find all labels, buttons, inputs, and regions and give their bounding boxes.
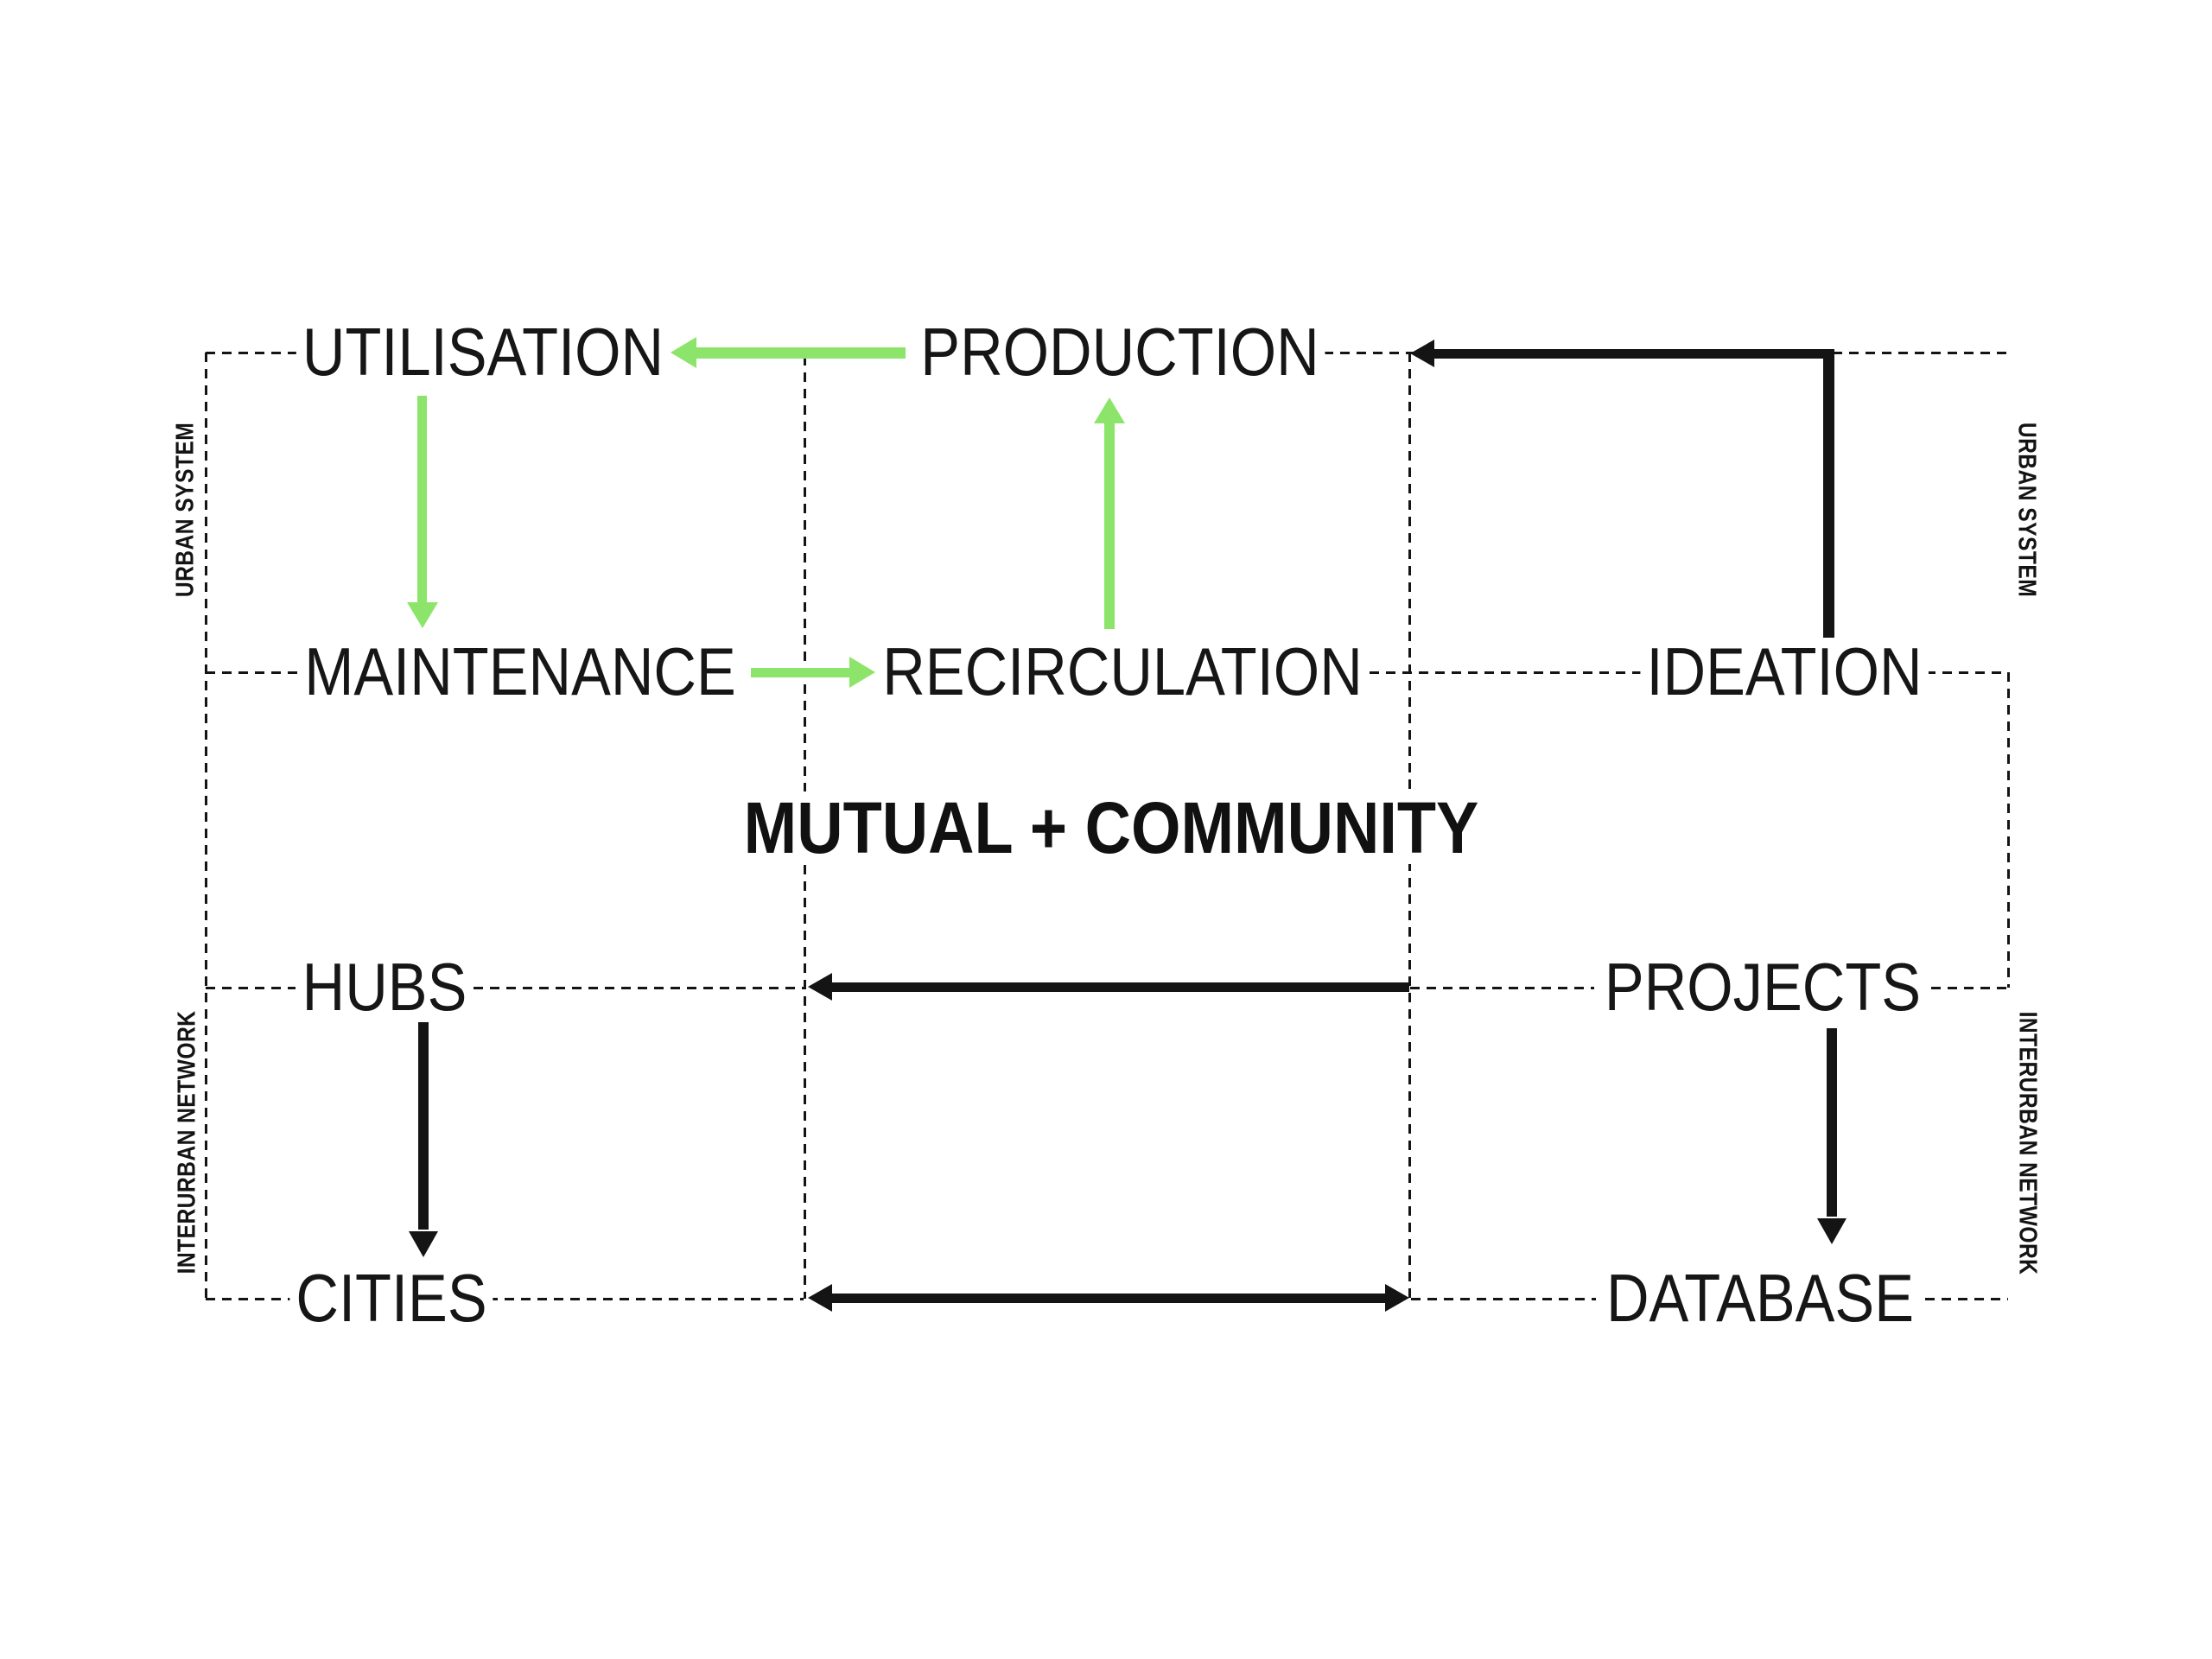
dashed-grid-line-horizontal: [1925, 1297, 2008, 1300]
arrow-shaft: [1823, 349, 1834, 644]
side-label-interurban-network-left: INTERURBAN NETWORK: [173, 1010, 201, 1274]
dashed-grid-line-horizontal: [206, 986, 296, 989]
arrowhead-up-icon: [1094, 397, 1125, 423]
arrowhead-down-icon: [1817, 1218, 1847, 1244]
side-label-urban-system-left: URBAN SYSTEM: [171, 422, 200, 598]
side-label-interurban-network-right: INTERURBAN NETWORK: [2013, 1011, 2042, 1275]
node-projects: PROJECTS: [1598, 953, 1928, 1020]
arrowhead-right-icon: [1385, 1284, 1409, 1312]
arrow-shaft: [1104, 422, 1115, 629]
dashed-grid-line-horizontal: [206, 1297, 296, 1300]
dashed-grid-line-horizontal: [1410, 986, 1594, 989]
arrow-shaft: [696, 347, 906, 359]
dashed-grid-line-horizontal: [1411, 1297, 1596, 1300]
dashed-grid-line-horizontal: [1370, 671, 1642, 674]
node-cities: CITIES: [289, 1264, 493, 1332]
arrow-shaft: [751, 668, 851, 677]
arrow-shaft: [1434, 349, 1834, 359]
node-hubs: HUBS: [296, 953, 474, 1020]
arrow-shaft: [832, 1294, 1385, 1303]
arrow-shaft: [832, 982, 1409, 992]
arrowhead-left-icon: [808, 1284, 832, 1312]
diagram-title: MUTUAL + COMMUNITY: [731, 791, 1491, 864]
node-ideation: IDEATION: [1640, 638, 1929, 705]
node-recirculation: RECIRCULATION: [876, 638, 1369, 705]
dashed-grid-line-horizontal: [488, 1297, 804, 1300]
arrowhead-down-icon: [409, 1231, 438, 1257]
arrowhead-left-icon: [1410, 340, 1434, 367]
arrow-shaft: [1827, 1028, 1837, 1217]
dashed-grid-line-horizontal: [1931, 986, 2008, 989]
arrowhead-down-icon: [407, 602, 438, 628]
node-production: PRODUCTION: [914, 318, 1325, 385]
node-utilisation: UTILISATION: [296, 318, 671, 385]
arrow-shaft: [418, 1022, 429, 1230]
arrowhead-left-icon: [671, 337, 696, 368]
dashed-grid-line-horizontal: [1926, 671, 2007, 674]
arrowhead-left-icon: [808, 973, 832, 1001]
dashed-grid-line-horizontal: [206, 351, 297, 354]
dashed-grid-line-vertical: [204, 353, 207, 1299]
node-database: DATABASE: [1599, 1264, 1921, 1332]
side-label-urban-system-right: URBAN SYSTEM: [2012, 422, 2041, 598]
dashed-grid-line-horizontal: [474, 986, 804, 989]
dashed-grid-line-vertical: [2006, 672, 2010, 988]
dashed-grid-line-horizontal: [206, 671, 297, 674]
arrowhead-right-icon: [849, 657, 875, 688]
node-maintenance: MAINTENANCE: [298, 638, 742, 705]
arrow-shaft: [417, 396, 427, 603]
